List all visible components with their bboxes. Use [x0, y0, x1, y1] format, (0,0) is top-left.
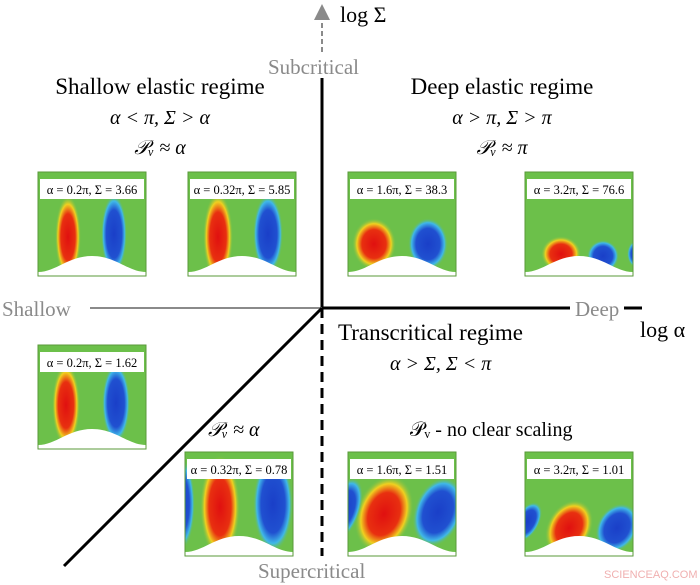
panel-label: α = 0.32π, Σ = 0.78 — [191, 463, 288, 477]
bottom-topography — [348, 256, 456, 276]
panel-label-box — [40, 352, 144, 372]
positive-vortex — [55, 195, 81, 276]
negative-vortex — [408, 218, 448, 270]
positive-vortex — [354, 475, 414, 553]
panel-label: α = 0.2π, Σ = 1.62 — [47, 356, 138, 370]
transcritical-regime-condition: α > Σ, Σ < π — [390, 353, 492, 375]
deep-regime-scaling: 𝒫ᵥ ≈ π — [476, 137, 528, 159]
deep-regime-condition: α > π, Σ > π — [452, 107, 552, 129]
label-shallow: Shallow — [2, 297, 72, 321]
negative-vortex — [627, 241, 633, 267]
label-supercritical: Supercritical — [258, 559, 365, 583]
panel-label-box — [350, 179, 454, 199]
field-panel: α = 0.32π, Σ = 5.85 — [187, 171, 297, 277]
negative-vortex — [348, 477, 364, 543]
bottom-topography — [188, 256, 296, 276]
field-panel: α = 0.32π, Σ = 0.78 — [184, 451, 294, 557]
panel-label: α = 0.32π, Σ = 5.85 — [194, 183, 291, 197]
panel-label: α = 0.2π, Σ = 3.66 — [47, 183, 138, 197]
panel-label: α = 1.6π, Σ = 1.51 — [357, 463, 448, 477]
panel-label-box — [40, 179, 144, 199]
field-panel: α = 0.2π, Σ = 3.66 — [37, 171, 147, 277]
label-deep: Deep — [575, 297, 619, 321]
panel-label-box — [527, 459, 631, 479]
negative-vortex — [412, 477, 456, 547]
field-panel: α = 3.2π, Σ = 1.01 — [524, 451, 634, 557]
transcritical-scaling-left: 𝒫ᵥ ≈ α — [208, 419, 260, 441]
bottom-topography — [38, 429, 146, 449]
negative-vortex — [253, 456, 293, 552]
negative-vortex — [595, 503, 633, 553]
negative-vortex — [185, 459, 195, 549]
bottom-topography — [525, 256, 633, 276]
x-axis-label: log α — [640, 317, 686, 342]
shallow-regime-condition: α < π, Σ > α — [110, 107, 210, 129]
bottom-topography — [38, 256, 146, 276]
negative-vortex — [102, 363, 130, 443]
negative-vortex — [525, 502, 543, 542]
shallow-regime-title: Shallow elastic regime — [55, 74, 265, 99]
panel-label-box — [190, 179, 294, 199]
panel-label: α = 3.2π, Σ = 76.6 — [534, 183, 625, 197]
panel-label-box — [350, 459, 454, 479]
panel-label: α = 1.6π, Σ = 38.3 — [357, 183, 448, 197]
panel-label: α = 3.2π, Σ = 1.01 — [534, 463, 625, 477]
transcritical-regime-title: Transcritical regime — [338, 320, 523, 345]
label-subcritical: Subcritical — [268, 55, 359, 79]
bottom-topography — [185, 536, 293, 556]
diagonal-boundary — [62, 306, 324, 568]
positive-vortex — [52, 363, 80, 447]
deep-regime-title: Deep elastic regime — [411, 74, 594, 99]
panel-label-box — [527, 179, 631, 199]
field-panel: α = 3.2π, Σ = 76.6 — [524, 171, 634, 277]
transcritical-scaling-right: 𝒫ᵥ - no clear scaling — [410, 419, 572, 441]
y-axis-label: log Σ — [340, 2, 386, 27]
negative-vortex — [253, 194, 283, 274]
shallow-regime-scaling: 𝒫ᵥ ≈ α — [134, 137, 186, 159]
positive-vortex — [352, 218, 396, 270]
negative-vortex — [101, 194, 127, 274]
positive-vortex — [203, 192, 233, 276]
field-panel: α = 0.2π, Σ = 1.62 — [37, 344, 147, 450]
bottom-topography — [525, 536, 633, 556]
watermark: SCIENCEAQ.COM — [604, 569, 698, 581]
panel-label-box — [187, 459, 291, 479]
bottom-topography — [348, 536, 456, 556]
positive-vortex — [200, 455, 240, 556]
field-panel: α = 1.6π, Σ = 1.51 — [347, 451, 457, 557]
field-panel: α = 1.6π, Σ = 38.3 — [347, 171, 457, 277]
